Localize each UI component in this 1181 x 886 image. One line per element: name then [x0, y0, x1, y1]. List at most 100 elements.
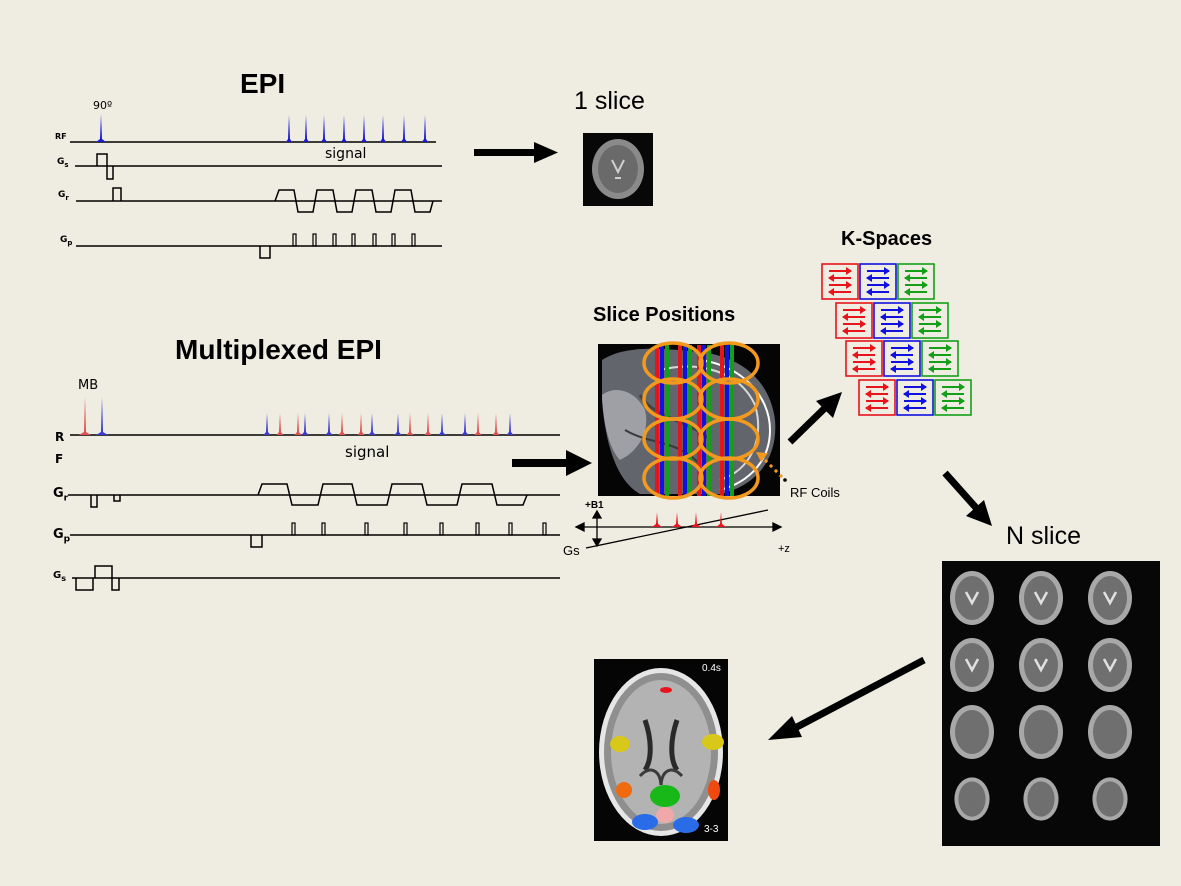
kspace-block: [883, 340, 921, 377]
gp-blip: [439, 522, 444, 536]
epi-gr-label: Gr: [58, 190, 69, 202]
arrow-right-icon: [936, 306, 942, 314]
brain-slice-inner: [1093, 576, 1127, 620]
brain-slice-inner: [1024, 576, 1058, 620]
kspace-block: [835, 302, 873, 339]
slice-stripe: [688, 345, 692, 496]
rf-echo-pulse: [380, 115, 386, 142]
mb-echo-pulse: [461, 413, 469, 435]
gp-blip: [391, 233, 396, 247]
mb-gr-readout: [257, 483, 528, 506]
rf-coil: [698, 456, 760, 500]
rf-echo-pulse: [303, 115, 309, 142]
n-slice-label: N slice: [1006, 522, 1082, 550]
arrow-right-icon: [870, 344, 876, 352]
arrow-left-icon: [918, 313, 924, 321]
arrow-to-slice-positions: [512, 450, 592, 476]
gp-blip: [411, 233, 416, 247]
slice-axis: [574, 509, 783, 549]
kspace-block: [911, 302, 949, 339]
arrow-to-activation-map: [768, 656, 926, 740]
arrow-left-icon: [880, 327, 886, 335]
arrow-left-icon: [941, 404, 947, 412]
gs-axis-label: Gs: [563, 543, 580, 558]
gp-blip: [475, 522, 480, 536]
mb-echo-pulse: [506, 413, 514, 435]
kspace-block: [934, 379, 972, 416]
arrow-left-icon: [842, 327, 848, 335]
activation-orange-right: [708, 780, 720, 800]
rf-echo-pulse: [286, 115, 292, 142]
brain-slice-inner: [1027, 781, 1055, 817]
gp-blip: [332, 233, 337, 247]
mb-rf-pulses: [79, 397, 514, 435]
arrow-left-icon: [903, 404, 909, 412]
ventricle: [1102, 658, 1118, 673]
slice-excitation-pulses: [652, 512, 726, 527]
arrow-left-icon: [903, 390, 909, 398]
epi-gr-prephaser: [112, 187, 122, 201]
mb-gr-prephaser-1: [90, 495, 98, 508]
arrow-right-icon: [846, 281, 852, 289]
gp-blip: [508, 522, 513, 536]
arrow-right-icon: [936, 320, 942, 328]
rf-coils-label: RF Coils: [790, 485, 840, 500]
gp-blip: [291, 522, 296, 536]
arrow-right-icon: [946, 358, 952, 366]
kspace-block: [858, 379, 896, 416]
mb-echo-pulse: [301, 413, 309, 435]
gp-blip: [364, 522, 369, 536]
mb-pulse-blue: [96, 397, 108, 435]
one-slice-label: 1 slice: [574, 87, 645, 115]
mb-gp-blips: [291, 522, 547, 536]
gp-blip: [292, 233, 297, 247]
slice-positions-title: Slice Positions: [593, 304, 736, 326]
mb-echo-pulse: [438, 413, 446, 435]
rf-coils-pointer: [760, 455, 784, 479]
brain-slice-inner: [958, 781, 986, 817]
mb-gs-label: Gs: [53, 570, 66, 583]
activation-map-image: [594, 659, 728, 841]
slice-excitation-pulse: [716, 512, 726, 527]
rf-coil: [642, 341, 704, 385]
arrow-left-icon: [865, 404, 871, 412]
activation-green: [650, 785, 680, 807]
arrow-right-icon: [921, 397, 927, 405]
arrow-right-icon: [860, 320, 866, 328]
arrow-right-icon: [898, 320, 904, 328]
gp-blip: [321, 522, 326, 536]
arrow-left-icon: [852, 351, 858, 359]
arrow-right-icon: [922, 281, 928, 289]
kspace-block: [845, 340, 883, 377]
arrow-right-icon: [959, 383, 965, 391]
mb-epi-title: Multiplexed EPI: [175, 334, 382, 365]
arrow-right-icon: [883, 383, 889, 391]
z-axis-label: +z: [778, 543, 790, 555]
arrow-left-icon: [828, 288, 834, 296]
mb-gr-label: Gr: [53, 486, 69, 504]
arrow-to-n-slice: [942, 470, 992, 526]
mb-pulse-red: [79, 397, 91, 435]
arrow-left-icon: [890, 351, 896, 359]
activation-yellow-left: [610, 736, 630, 752]
arrow-right-icon: [870, 358, 876, 366]
arrow-left-icon: [928, 365, 934, 373]
mb-f-label: F: [55, 452, 64, 466]
gp-blip: [372, 233, 377, 247]
kspace-grid: [821, 263, 972, 416]
epi-gs-label: Gs: [57, 157, 69, 169]
mb-echo-pulse: [406, 413, 414, 435]
slice-stripe: [697, 345, 701, 496]
kspace-block: [859, 263, 897, 300]
brain-slice-inner: [1024, 643, 1058, 687]
slice-excitation-pulse: [691, 512, 701, 527]
arrow-left-icon: [866, 274, 872, 282]
brain-slice-inner: [1096, 781, 1124, 817]
kspace-block: [873, 302, 911, 339]
epi-gr-readout: [274, 189, 434, 213]
gp-blip: [542, 522, 547, 536]
activation-blue-left: [632, 814, 658, 830]
mb-echo-pulse: [357, 413, 365, 435]
activation-corner-label: 3-3: [704, 824, 719, 835]
slice-stripe: [707, 345, 711, 496]
